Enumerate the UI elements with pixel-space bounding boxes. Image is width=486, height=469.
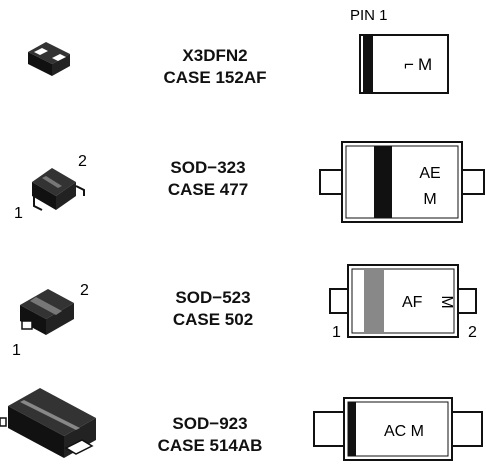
case-name: X3DFN2 [182,46,248,65]
x3dfn2-case-label: X3DFN2 CASE 152AF [130,45,300,89]
marking-line1: AF [402,294,423,311]
marking-glyph: ⌐ [404,55,414,74]
sod523-marking-diagram: AF M 1 2 [329,264,477,341]
package-row-sod523: 1 2 SOD−523 CASE 502 AF M 1 2 [0,250,486,360]
sod323-package-image: 1 2 [14,153,87,222]
marking-line1: AE [419,165,440,182]
marking-line2: M [423,191,436,208]
package-row-sod323: 1 2 SOD−323 CASE 477 AE M [0,125,486,240]
sod923-case-label: SOD−923 CASE 514AB [125,413,295,457]
package-row-x3dfn2: X3DFN2 CASE 152AF PIN 1 ⌐ M [0,0,486,110]
pin-number-2: 2 [78,153,87,170]
case-number: CASE 477 [167,180,249,199]
case-name: SOD−323 [170,158,246,177]
case-number: CASE 514AB [157,436,263,455]
marking-line1: AC M [384,423,424,440]
sod523-package-image: 1 2 [12,282,89,359]
marking-line2: M [438,295,455,308]
side-pin-number-2: 2 [468,324,477,341]
pin-number-2: 2 [80,282,89,299]
pin-number-1: 1 [12,342,21,359]
marking-line1: M [418,55,432,74]
x3dfn2-package-image [28,42,70,76]
sod923-marking-diagram: AC M [313,397,483,461]
sod323-marking-diagram: AE M [319,141,485,223]
sod523-case-label: SOD−523 CASE 502 [128,287,298,331]
package-row-sod923: SOD−923 CASE 514AB AC M [0,372,486,469]
sod923-package-image [0,388,96,458]
sod323-case-label: SOD−323 CASE 477 [123,157,293,201]
case-name: SOD−523 [175,288,251,307]
case-number: CASE 152AF [163,68,267,87]
case-name: SOD−923 [172,414,248,433]
pin1-label: PIN 1 [350,7,388,24]
pin-number-1: 1 [14,205,23,222]
x3dfn2-marking-diagram: PIN 1 ⌐ M [350,7,449,94]
case-number: CASE 502 [172,310,254,329]
side-pin-number-1: 1 [332,324,341,341]
